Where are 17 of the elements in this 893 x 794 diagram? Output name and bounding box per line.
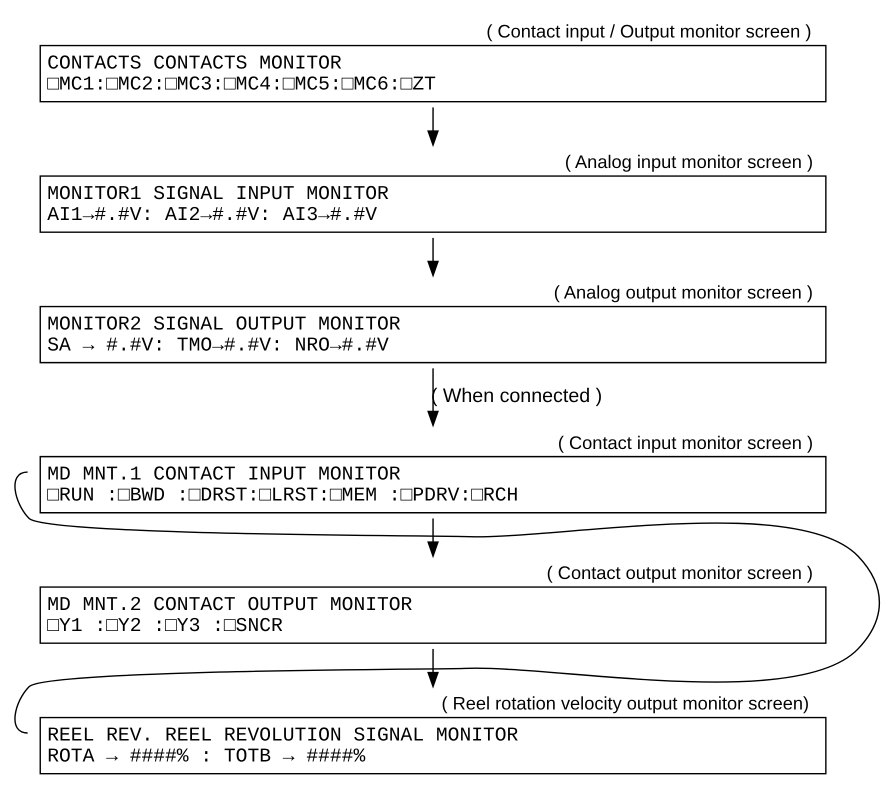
node-label: ( Contact input / Output monitor screen ) [486,20,811,42]
arrow [426,238,438,278]
node-label: ( Analog output monitor screen ) [553,282,812,303]
node-box: MD MNT.2 CONTACT OUTPUT MONITOR □Y1 :□Y2 :□Y3 :□SNCR [39,586,826,644]
connector [14,472,879,734]
node-label: ( Analog input monitor screen ) [564,151,813,172]
arrow [426,648,438,689]
arrow [426,107,438,148]
node-box: CONTACTS CONTACTS MONITOR □MC1:□MC2:□MC3:□MC4:□MC5:□MC6:□ZT [39,44,826,102]
node-label: ( Contact input monitor screen ) [557,432,813,453]
node-label: ( Reel rotation velocity output monitor screen) [440,692,809,714]
node-box: MD MNT.1 CONTACT INPUT MONITOR □RUN :□BWD :□DRST:□LRST:□MEM :□PDRV:□RCH [39,456,826,514]
node-box: REEL REV. REEL REVOLUTION SIGNAL MONITOR ROTA → ####% : TOTB → ####% [39,716,826,774]
node-box: MONITOR1 SIGNAL INPUT MONITOR AI1→#.#V: AI2→#.#V: AI3→#.#V [39,175,826,233]
arrow [426,518,438,558]
node-label: ( Contact output monitor screen ) [546,562,813,584]
node-box: MONITOR2 SIGNAL OUTPUT MONITOR SA → #.#V: TMO→#.#V: NRO→#.#V [39,306,826,364]
